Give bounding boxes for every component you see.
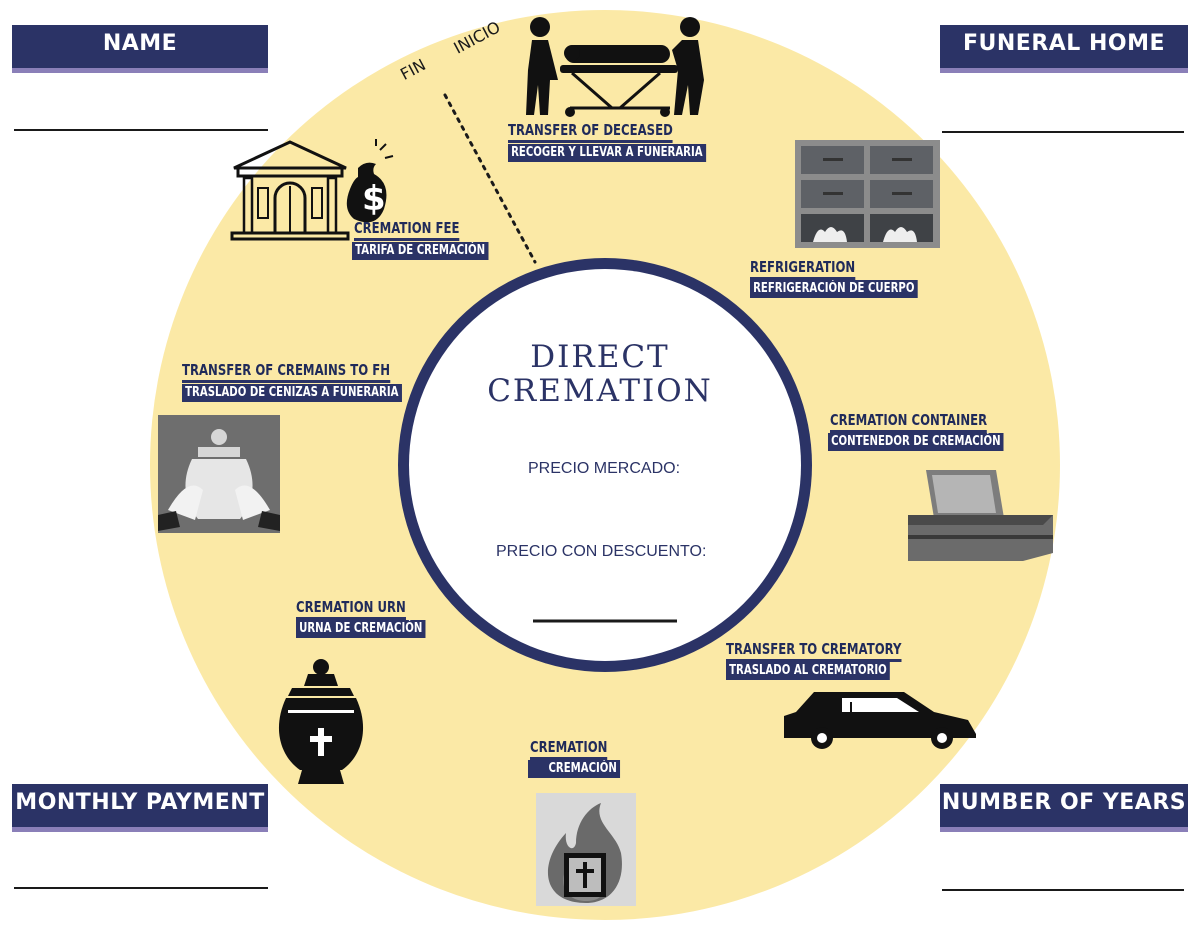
name-header: NAME bbox=[12, 25, 268, 73]
step-urn-title: CREMATION URN bbox=[296, 597, 406, 620]
flame-cross-icon bbox=[536, 793, 636, 906]
step-refrigeration-subtitle: REFRIGERACIÓN DE CUERPO bbox=[750, 280, 918, 298]
number-of-years-header: NUMBER OF YEARS bbox=[940, 784, 1188, 832]
step-transfer-deceased-subtitle: RECOGER Y LLEVAR A FUNERARIA bbox=[508, 144, 706, 162]
casket-icon bbox=[908, 470, 1053, 561]
stretcher-icon bbox=[526, 17, 704, 117]
discount-price-label: PRECIO CON DESCUENTO: bbox=[496, 543, 707, 560]
step-fee-title: CREMATION FEE bbox=[354, 218, 460, 241]
market-price-label: PRECIO MERCADO: bbox=[528, 460, 681, 477]
step-transfer-cremains-subtitle: TRASLADO DE CENIZAS A FUNERARIA bbox=[182, 384, 402, 402]
funeral-home-header: FUNERAL HOME bbox=[940, 25, 1188, 73]
hearse-icon bbox=[784, 692, 976, 749]
center-title-line2: CREMATION bbox=[487, 373, 713, 409]
step-transfer-cremains-title: TRANSFER OF CREMAINS TO FH bbox=[182, 360, 391, 383]
step-transfer-crematory-title: TRANSFER TO CREMATORY bbox=[726, 639, 902, 662]
monthly-payment-field-line[interactable] bbox=[14, 887, 268, 889]
hands-urn-icon bbox=[158, 415, 280, 533]
urn-icon bbox=[278, 659, 364, 784]
step-cremation-title: CREMATION bbox=[530, 737, 608, 760]
building-money-icon: $ bbox=[230, 139, 394, 241]
step-transfer-crematory-subtitle: TRASLADO AL CREMATORIO bbox=[726, 662, 890, 680]
step-urn-subtitle: URNA DE CREMACIÓN bbox=[296, 620, 426, 638]
morgue-drawers-icon bbox=[795, 140, 940, 248]
step-cremation-subtitle: CREMACIÓN bbox=[528, 760, 621, 778]
center-title-line1: DIRECT bbox=[530, 339, 670, 375]
name-field-line[interactable] bbox=[14, 129, 268, 131]
center-circle bbox=[409, 269, 801, 661]
funeral-home-field-line[interactable] bbox=[942, 131, 1184, 133]
svg-text:$: $ bbox=[362, 179, 386, 219]
monthly-payment-header: MONTHLY PAYMENT bbox=[12, 784, 268, 832]
step-transfer-deceased-title: TRANSFER OF DECEASED bbox=[508, 120, 673, 143]
step-container-title: CREMATION CONTAINER bbox=[830, 410, 988, 433]
step-container-subtitle: CONTENEDOR DE CREMACIÓN bbox=[828, 433, 1004, 451]
center-title: DIRECT CREMATION bbox=[460, 340, 740, 408]
step-refrigeration-title: REFRIGERATION bbox=[750, 257, 856, 280]
number-of-years-field-line[interactable] bbox=[942, 889, 1184, 891]
step-fee-subtitle: TARIFA DE CREMACIÓN bbox=[352, 242, 489, 260]
